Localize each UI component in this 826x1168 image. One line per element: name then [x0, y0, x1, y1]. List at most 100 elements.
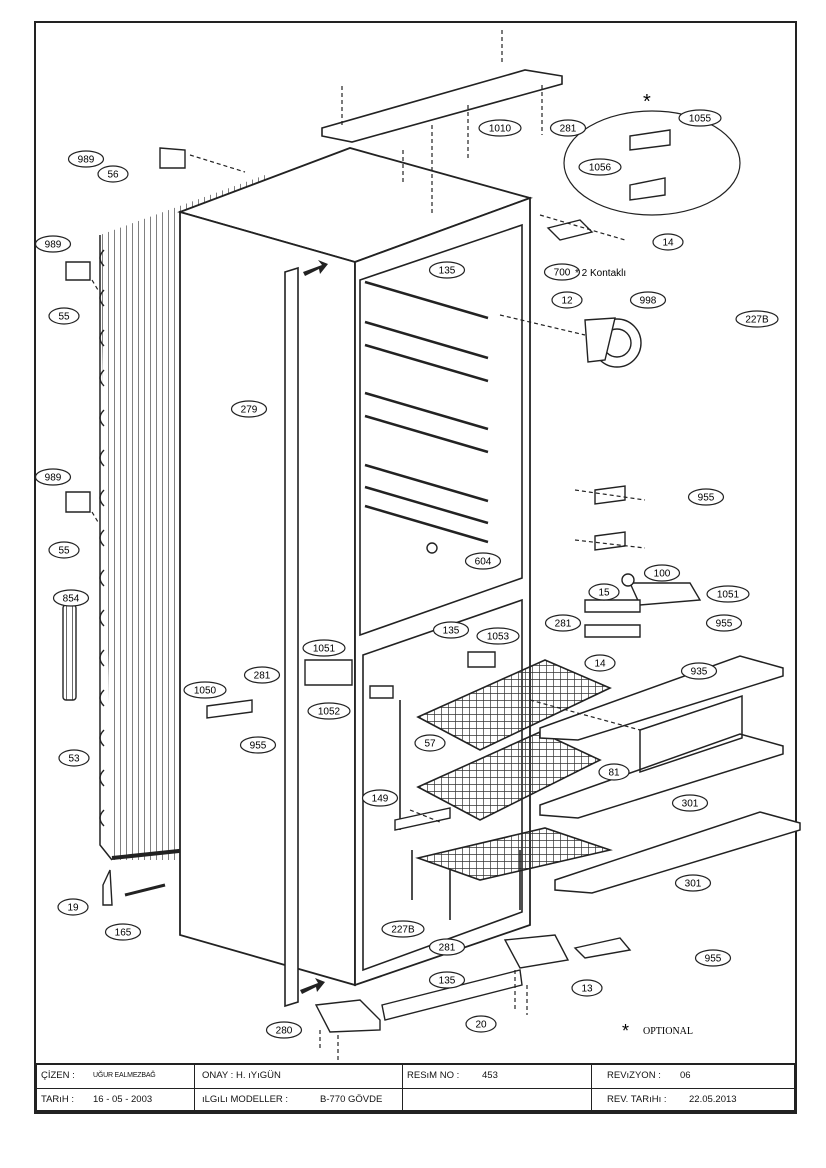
callout-55: 55: [48, 541, 80, 559]
revizyon-label: REVıZYON :: [607, 1070, 661, 1081]
callout-label: 19: [67, 903, 79, 914]
callout-989: 989: [34, 235, 72, 253]
callout-989: 989: [34, 468, 72, 486]
callout-81: 81: [598, 763, 630, 781]
callout-56: 56: [97, 165, 129, 183]
callout-1051: 1051: [706, 585, 750, 603]
callout-998: 998: [629, 291, 667, 309]
revizyon-value: 06: [680, 1070, 691, 1081]
callout-label: 81: [608, 768, 620, 779]
callout-label: 15: [598, 588, 610, 599]
cizen-label: ÇİZEN :: [41, 1070, 75, 1081]
callout-955: 955: [687, 488, 725, 506]
tarih-label: TARıH :: [41, 1094, 75, 1105]
callout-53: 53: [58, 749, 90, 767]
callout-label: 955: [250, 741, 267, 752]
callout-label: 13: [581, 984, 593, 995]
callout-label: 1052: [318, 707, 341, 718]
callout-135: 135: [428, 971, 466, 989]
callout-label: 281: [560, 124, 577, 135]
optional-asterisk: *: [622, 1021, 629, 1041]
callout-1056: 1056: [578, 158, 622, 176]
ilgili-value: B-770 GÖVDE: [320, 1094, 383, 1105]
optional-detail-ellipse: [563, 110, 741, 216]
top-cover: [321, 69, 563, 143]
resim-value: 453: [482, 1070, 498, 1081]
callout-label: 1050: [194, 686, 217, 697]
callout-label: 998: [640, 296, 657, 307]
title-block: ÇİZEN : UĞUR EALMEZBAĞ ONAY : H. ıYıGÜN …: [35, 1063, 796, 1112]
callout-955: 955: [239, 736, 277, 754]
rev-tarih-value: 22.05.2013: [689, 1094, 737, 1105]
callout-135: 135: [428, 261, 466, 279]
callout-301: 301: [674, 874, 712, 892]
callout-955: 955: [694, 949, 732, 967]
callout-label: 700: [554, 268, 571, 279]
callout-165: 165: [104, 923, 142, 941]
callout-label: 14: [594, 659, 606, 670]
callout-1055: 1055: [678, 109, 722, 127]
direction-arrows: [300, 260, 328, 994]
callout-label: 57: [424, 739, 436, 750]
callout-label: 604: [475, 557, 492, 568]
callout-label: 135: [439, 266, 456, 277]
callout-935: 935: [680, 662, 718, 680]
callout-281: 281: [549, 119, 587, 137]
shelf-rails: [364, 280, 489, 544]
callout-281: 281: [243, 666, 281, 684]
callout-label: 12: [561, 296, 573, 307]
callout-label: 279: [241, 405, 258, 416]
callout-14: 14: [584, 654, 616, 672]
callout-label: 955: [698, 493, 715, 504]
callout-label: 989: [78, 155, 95, 166]
sheet-border: [34, 21, 797, 1114]
callout-label: 1051: [717, 590, 740, 601]
callout-700: 700: [543, 263, 581, 281]
gasket-strip: [284, 266, 299, 1008]
callout-1051: 1051: [302, 639, 346, 657]
callout-label: 227B: [391, 925, 415, 936]
hardware-parts: [62, 129, 702, 1033]
part-callouts: 989 56 989 55 989 55 854 53 19 165 1010 281 1055 1056…: [34, 109, 779, 1039]
callout-19: 19: [57, 898, 89, 916]
callout-label: 55: [58, 546, 70, 557]
callout-854: 854: [52, 589, 90, 607]
callout-279: 279: [230, 400, 268, 418]
callout-label: 281: [555, 619, 572, 630]
asterisk-mark: *: [643, 91, 651, 113]
callout-label: 1053: [487, 632, 510, 643]
callout-label: 227B: [745, 315, 769, 326]
callout-label: 20: [475, 1020, 487, 1031]
callout-12: 12: [551, 291, 583, 309]
callout-280: 280: [265, 1021, 303, 1039]
callout-227B: 227B: [381, 920, 425, 938]
callout-57: 57: [414, 734, 446, 752]
assembly-lines: [91, 30, 646, 1062]
callout-label: 1056: [589, 163, 612, 174]
callout-label: 135: [439, 976, 456, 987]
callout-label: 989: [45, 240, 62, 251]
callout-label: 1051: [313, 644, 336, 655]
callout-label: 1010: [489, 124, 512, 135]
callout-14: 14: [652, 233, 684, 251]
ilgili-label: ıLGıLı MODELLER :: [202, 1094, 289, 1105]
callout-label: 281: [254, 671, 271, 682]
callout-label: 301: [685, 879, 702, 890]
resim-label: RESıM NO :: [407, 1070, 460, 1081]
onay-field: ONAY : H. ıYıGÜN: [202, 1070, 281, 1081]
callout-604: 604: [464, 552, 502, 570]
callout-label: 301: [682, 799, 699, 810]
callout-label: 55: [58, 312, 70, 323]
callout-label: 989: [45, 473, 62, 484]
kontak-note: * 2 Kontaklı: [575, 268, 626, 279]
cabinet-body: [177, 147, 533, 987]
callout-label: 56: [107, 170, 119, 181]
callout-15: 15: [588, 583, 620, 601]
callout-label: 955: [705, 954, 722, 965]
evaporator-grids: [399, 659, 613, 920]
callout-281: 281: [544, 614, 582, 632]
optional-note: OPTIONAL: [643, 1026, 693, 1037]
callout-955: 955: [705, 614, 743, 632]
callout-label: 1055: [689, 114, 712, 125]
callout-227B: 227B: [735, 310, 779, 328]
